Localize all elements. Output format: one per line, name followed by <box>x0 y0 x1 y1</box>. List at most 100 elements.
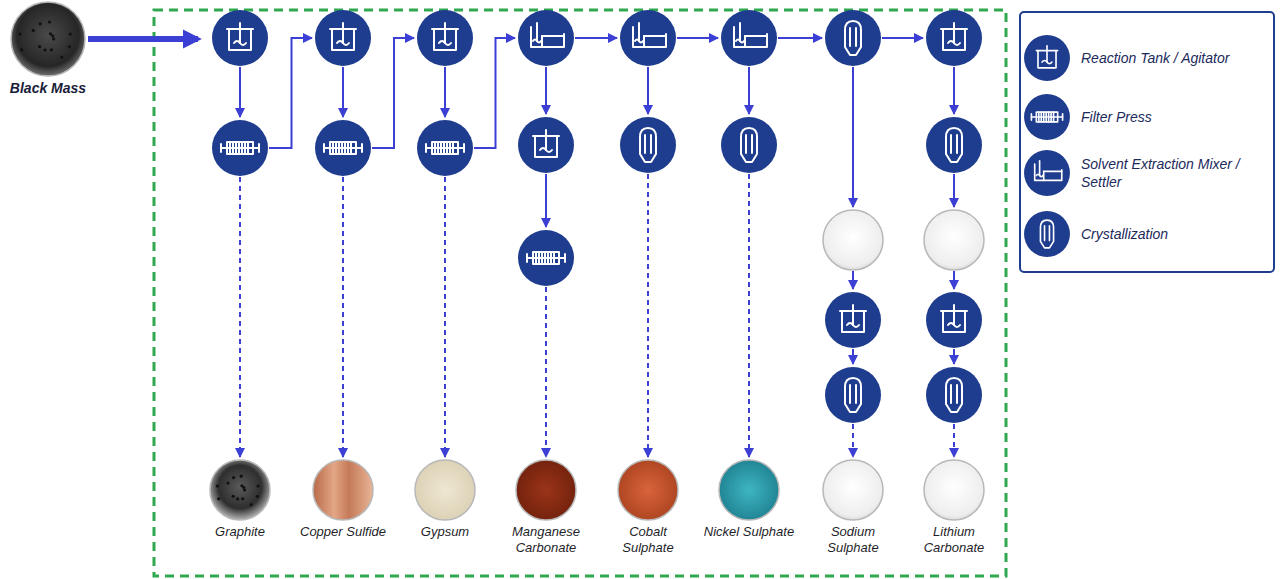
legend-text: Solvent Extraction Mixer / Settler <box>1081 155 1251 191</box>
icon-stroke <box>347 142 349 154</box>
icon-stroke <box>845 21 861 55</box>
icon-stroke <box>452 142 454 154</box>
texture-dot <box>256 484 259 487</box>
agitator-symbol <box>1024 35 1070 81</box>
icon-stroke <box>324 144 362 152</box>
icon-stroke <box>1036 174 1043 176</box>
icon-stroke <box>1044 171 1062 173</box>
icon-stroke <box>335 142 337 154</box>
product-arrow <box>545 287 547 457</box>
texture-dot <box>240 484 243 487</box>
flow-arrow <box>953 174 955 207</box>
agitator-symbol <box>315 10 371 66</box>
icon-stroke <box>244 142 246 154</box>
sx-symbol <box>518 10 574 66</box>
icon-stroke <box>541 252 543 264</box>
icon-stroke <box>734 27 767 47</box>
flow-arrow <box>545 174 547 227</box>
icon-stroke <box>847 323 859 327</box>
cryst-symbol <box>1024 211 1070 257</box>
icon-stroke <box>850 28 856 46</box>
agitator-symbol <box>926 10 982 66</box>
product-arrow <box>852 424 854 457</box>
icon-stroke <box>948 41 960 45</box>
icon-stroke <box>1036 112 1057 122</box>
product-image <box>922 458 986 522</box>
icon-stroke <box>745 35 767 37</box>
texture-dot <box>250 503 253 506</box>
equipment-circle <box>721 10 777 66</box>
icon-stroke <box>337 41 349 45</box>
texture-dot <box>69 33 72 36</box>
flow-arrow <box>953 271 955 289</box>
icon-stroke <box>1040 112 1042 122</box>
equipment-circle <box>926 292 982 348</box>
product-label: Cobalt Sulphate <box>602 524 694 556</box>
product-label: Graphite <box>194 524 286 540</box>
product-node: Sodium Sulphate <box>807 458 899 556</box>
flow-arrow <box>953 67 955 114</box>
icon-stroke <box>553 252 555 264</box>
texture-dot <box>240 475 243 478</box>
icon-stroke <box>635 40 643 43</box>
equipment-circle <box>212 120 268 176</box>
product-node: Nickel Sulphate <box>703 458 795 540</box>
icon-stroke <box>948 323 960 327</box>
texture-dot <box>18 32 21 35</box>
product-node: Lithium Carbonate <box>908 458 1000 556</box>
equipment-circle <box>417 120 473 176</box>
texture-dot <box>216 484 219 487</box>
product-node: Cobalt Sulphate <box>602 458 694 556</box>
icon-stroke <box>446 142 448 154</box>
agitator-symbol <box>518 117 574 173</box>
product-label: Manganese Carbonate <box>500 524 592 556</box>
product-label: Sodium Sulphate <box>807 524 899 556</box>
flow-arrow <box>953 349 955 364</box>
icon-stroke <box>432 142 458 154</box>
equipment-circle <box>825 10 881 66</box>
icon-stroke <box>232 142 234 154</box>
product-arrow <box>953 424 955 457</box>
cryst-symbol <box>620 117 676 173</box>
equipment-circle <box>926 367 982 423</box>
equipment-circle <box>212 10 268 66</box>
agitator-symbol <box>212 10 268 66</box>
cryst-symbol <box>825 367 881 423</box>
cryst-symbol <box>926 117 982 173</box>
process-boundary <box>154 10 1006 576</box>
feed-arrow <box>88 36 198 42</box>
flow-arrow <box>239 67 241 117</box>
texture-dot <box>68 45 71 48</box>
texture-dot <box>232 495 235 498</box>
legend-text: Reaction Tank / Agitator <box>1081 49 1251 67</box>
texture-dot <box>32 29 35 32</box>
product-label: Nickel Sulphate <box>703 524 795 540</box>
flow-arrow <box>372 38 414 148</box>
texture-dot <box>226 481 229 484</box>
icon-stroke <box>341 142 343 154</box>
intermediate-image <box>924 210 984 270</box>
product-image <box>717 458 781 522</box>
icon-stroke <box>241 142 243 154</box>
legend-text: Crystallization <box>1081 225 1251 243</box>
product-node: Gypsum <box>399 458 491 540</box>
icon-stroke <box>633 27 666 47</box>
product-image-disc <box>313 460 373 520</box>
agitator-symbol <box>926 292 982 348</box>
cryst-symbol <box>825 10 881 66</box>
equipment-circle <box>1024 150 1070 196</box>
flow-arrow <box>852 271 854 289</box>
icon-stroke <box>344 142 346 154</box>
equipment-circle <box>1024 94 1070 140</box>
flow-arrow <box>677 37 718 39</box>
product-node: Manganese Carbonate <box>500 458 592 556</box>
intermediate-image <box>823 210 883 270</box>
product-label: Copper Sulfide <box>297 524 389 540</box>
icon-stroke <box>238 142 240 154</box>
icon-stroke <box>645 135 651 153</box>
flow-arrow <box>748 67 750 114</box>
filter-symbol <box>1024 94 1070 140</box>
texture-dot <box>232 476 235 479</box>
icon-stroke <box>229 142 231 154</box>
icon-stroke <box>439 41 451 45</box>
